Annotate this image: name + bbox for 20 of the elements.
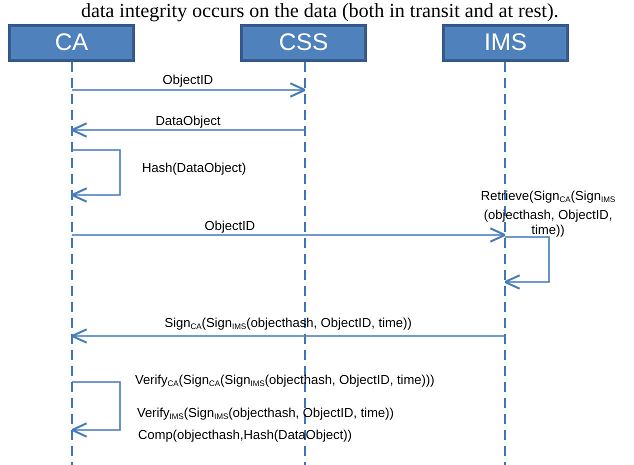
message-label: Verify$_{IMS}$(Sign$_{IMS}$(objecthash, ObjectID, time)) [137, 405, 394, 423]
message-arrow [504, 236, 550, 290]
message-arrow [70, 149, 121, 203]
participant-box: IMS [442, 24, 569, 62]
participant-box: CA [8, 24, 135, 62]
message-arrow [70, 381, 121, 438]
message-label: DataObject [156, 113, 221, 128]
message-arrow [70, 328, 505, 344]
heading-text: data integrity occurs on the data (both in transit and at rest). [81, 0, 559, 22]
message-arrow [72, 82, 306, 98]
message-arrow [72, 227, 506, 243]
message-label: Hash(DataObject) [142, 160, 246, 175]
message-label: ObjectID [204, 218, 256, 233]
lifeline [504, 62, 506, 465]
participant-box: CSS [240, 24, 367, 62]
lifeline [71, 62, 73, 465]
message-arrow [70, 122, 305, 138]
message-label: Verify$_{CA}$(Sign$_{CA}$(Sign$_{IMS}$(objecthash, ObjectID, time))) [135, 372, 434, 390]
lifeline [304, 62, 306, 465]
message-label: ObjectID [162, 72, 214, 87]
